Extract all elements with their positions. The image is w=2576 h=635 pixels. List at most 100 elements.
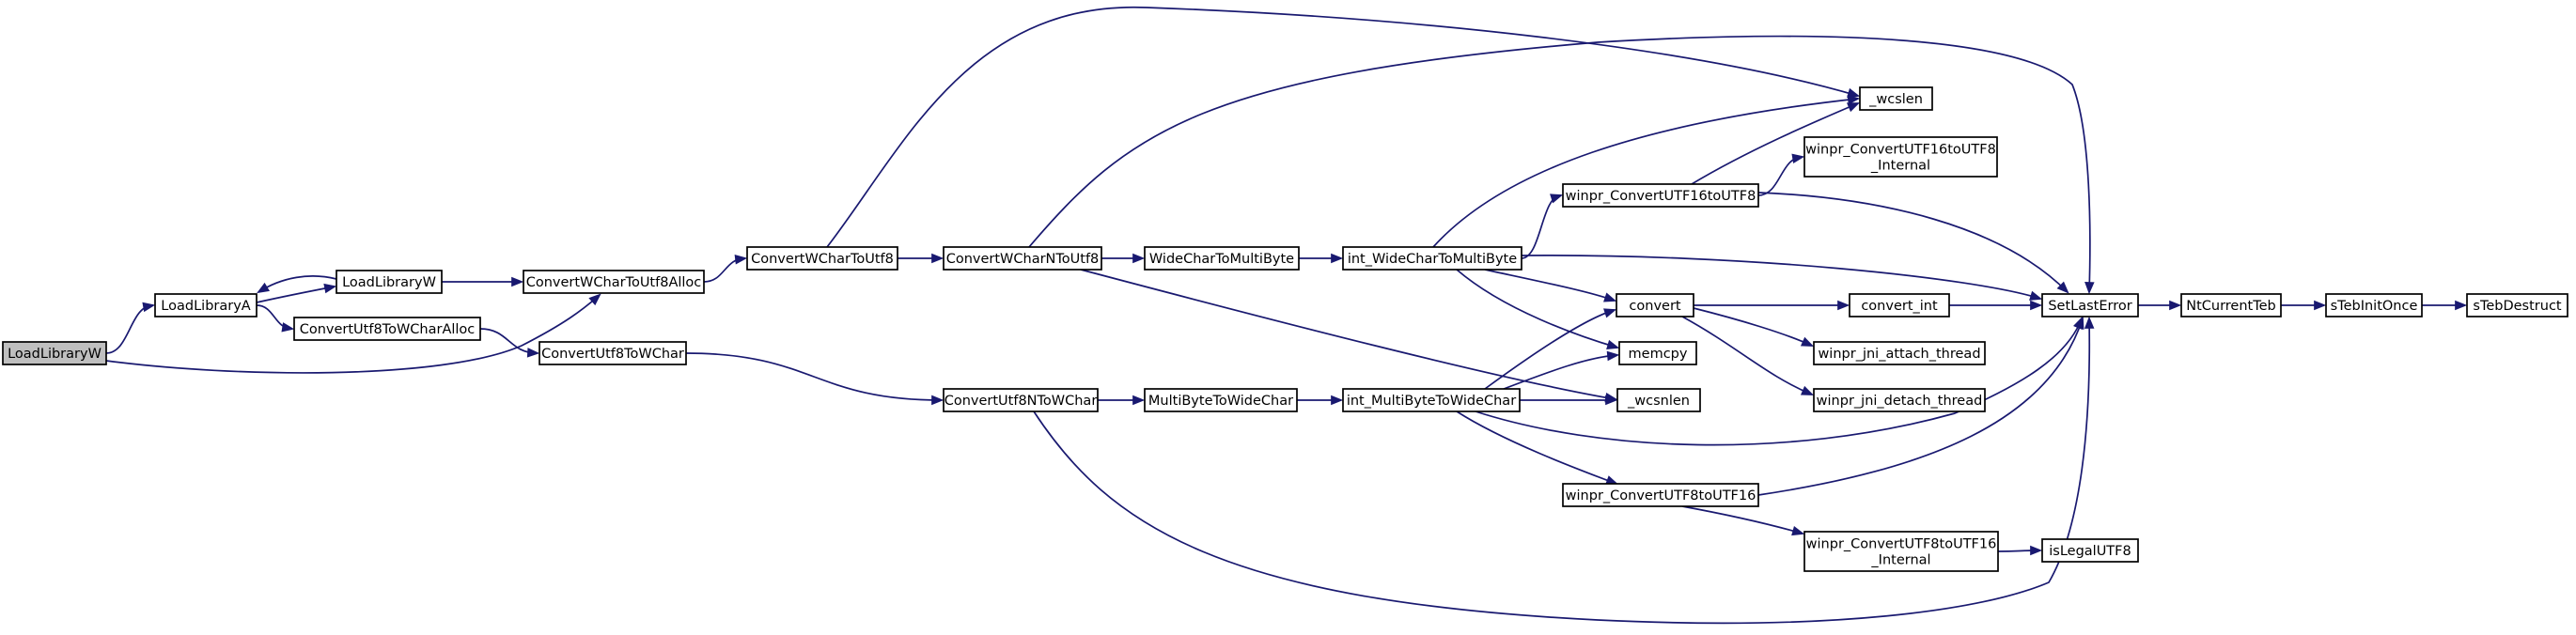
edge-line xyxy=(1432,98,1859,248)
node-ntcurrentteb[interactable]: NtCurrentTeb xyxy=(2180,293,2282,318)
edge-winpr-convertutf8toutf16-to-winpr-convertutf8toutf16-internal xyxy=(1681,505,1805,536)
node-box xyxy=(2041,293,2139,318)
node-loadlibrarya[interactable]: LoadLibraryA xyxy=(154,293,258,318)
edge-int-widechartomultibyte-to-winpr-convertutf16toutf8 xyxy=(1521,194,1564,259)
edge-arrowhead xyxy=(1603,292,1617,302)
edge-arrowhead xyxy=(1847,87,1861,99)
edge-line xyxy=(826,7,1859,248)
node-convert[interactable]: convert xyxy=(1616,293,1694,318)
node-loadlibraryw-root[interactable]: LoadLibraryW xyxy=(2,341,107,365)
node-wcsnlen[interactable]: _wcsnlen xyxy=(1616,388,1701,412)
node-convertwchartoutf8[interactable]: ConvertWCharToUtf8 xyxy=(746,246,898,271)
node-convertwcharntoutf8[interactable]: ConvertWCharNToUtf8 xyxy=(943,246,1102,271)
edge-loadlibraryw-to-loadlibrarya xyxy=(257,275,337,294)
node-label: MultiByteToWideChar xyxy=(1148,394,1293,409)
edge-convertutf8towchar-to-convertutf8ntowchar xyxy=(685,352,945,406)
node-label: LoadLibraryW xyxy=(342,275,436,290)
node-box xyxy=(1849,293,1950,318)
edge-convertwchartoutf8-to-wcslen xyxy=(826,7,1861,248)
edge-arrowhead xyxy=(931,395,945,406)
edge-arrowhead xyxy=(257,282,271,294)
edge-arrowhead xyxy=(1606,339,1620,349)
node-box xyxy=(2180,293,2282,318)
node-label: _wcsnlen xyxy=(1627,394,1690,409)
node-label: ConvertWCharToUtf8Alloc xyxy=(526,275,702,290)
node-winpr-jni-detach-thread[interactable]: winpr_jni_detach_thread xyxy=(1813,388,1986,412)
node-convertwchartoutf8alloc[interactable]: ConvertWCharToUtf8Alloc xyxy=(523,270,705,294)
edge-arrowhead xyxy=(142,302,156,313)
edge-arrowhead xyxy=(2084,316,2095,329)
node-box xyxy=(523,270,705,294)
node-stebdestruct[interactable]: sTebDestruct xyxy=(2466,293,2568,318)
node-multibytetowidechar[interactable]: MultiByteToWideChar xyxy=(1144,388,1298,412)
edge-convertutf8ntowchar-to-multibytetowidechar xyxy=(1098,395,1146,406)
node-int-widechartomultibyte[interactable]: int_WideCharToMultiByte xyxy=(1342,246,1522,271)
node-setlasterror[interactable]: SetLastError xyxy=(2041,293,2139,318)
node-box xyxy=(2325,293,2423,318)
node-label: int_WideCharToMultiByte xyxy=(1348,252,1517,267)
node-label: winpr_ConvertUTF8toUTF16 xyxy=(1806,537,1997,552)
node-box xyxy=(1859,86,1933,111)
node-winpr-convertutf8toutf16[interactable]: winpr_ConvertUTF8toUTF16 xyxy=(1562,483,1759,507)
edge-int-multibytetowidechar-to-wcsnlen xyxy=(1520,395,1618,406)
node-winpr-jni-attach-thread[interactable]: winpr_jni_attach_thread xyxy=(1813,341,1986,365)
edge-arrowhead xyxy=(2029,290,2043,301)
node-convertutf8towcharalloc[interactable]: ConvertUtf8ToWCharAlloc xyxy=(293,317,481,341)
node-loadlibraryw[interactable]: LoadLibraryW xyxy=(336,270,443,294)
edge-arrowhead xyxy=(1132,395,1146,406)
node-box xyxy=(1813,341,1986,365)
edge-arrowhead xyxy=(1331,395,1344,406)
node-label: convert xyxy=(1629,299,1680,314)
edge-winpr-convertutf16toutf8-to-wcslen xyxy=(1691,102,1861,185)
edge-arrowhead xyxy=(1847,94,1861,105)
edges-layer xyxy=(105,7,2468,625)
edge-arrowhead xyxy=(1800,385,1815,395)
node-islegalutf8[interactable]: isLegalUTF8 xyxy=(2041,538,2139,563)
node-box xyxy=(943,246,1102,271)
node-label: memcpy xyxy=(1629,347,1688,362)
nodes-layer: LoadLibraryW LoadLibraryA LoadLibraryW Conv… xyxy=(2,86,2568,572)
edge-convert-to-convert-int xyxy=(1693,300,1850,311)
node-convertutf8towchar[interactable]: ConvertUtf8ToWChar xyxy=(539,341,687,365)
node-widechartomultibyte[interactable]: WideCharToMultiByte xyxy=(1144,246,1300,271)
node-label: SetLastError xyxy=(2048,299,2131,314)
edge-arrowhead xyxy=(2169,300,2182,311)
edge-convertwchartoutf8alloc-to-convertwchartoutf8 xyxy=(703,255,748,283)
node-convert-int[interactable]: convert_int xyxy=(1849,293,1950,318)
node-label: winpr_jni_attach_thread xyxy=(1818,347,1980,362)
edge-arrowhead xyxy=(2084,281,2095,295)
node-box xyxy=(1803,531,1999,572)
edge-int-widechartomultibyte-to-wcslen xyxy=(1432,94,1861,248)
node-memcpy[interactable]: memcpy xyxy=(1618,341,1697,365)
edge-line xyxy=(685,352,943,401)
node-box xyxy=(1144,388,1298,412)
node-box xyxy=(2041,538,2139,563)
node-stebinitonce[interactable]: sTebInitOnce xyxy=(2325,293,2423,318)
edge-line xyxy=(1757,318,2084,496)
node-int-multibytetowidechar[interactable]: int_MultiByteToWideChar xyxy=(1342,388,1521,412)
node-box xyxy=(1144,246,1300,271)
edge-arrowhead xyxy=(526,348,540,358)
edge-convertwcharntoutf8-to-wcsnlen xyxy=(1080,269,1618,403)
edge-multibytetowidechar-to-int-multibytetowidechar xyxy=(1297,395,1344,406)
node-wcslen[interactable]: _wcslen xyxy=(1859,86,1933,111)
edge-line xyxy=(1456,410,1617,485)
node-winpr-convertutf8toutf16-internal[interactable]: winpr_ConvertUTF8toUTF16_Internal xyxy=(1803,531,1999,572)
edge-arrowhead xyxy=(2056,281,2069,294)
edge-line xyxy=(1757,192,2069,293)
node-label: _Internal xyxy=(1870,159,1930,174)
edge-arrowhead xyxy=(1791,153,1805,163)
node-label: ConvertUtf8NToWChar xyxy=(945,394,1098,409)
edge-winpr-convertutf16toutf8-to-winpr-convertutf16toutf8-internal xyxy=(1757,153,1805,196)
edge-arrowhead xyxy=(931,253,945,264)
node-convertutf8ntowchar[interactable]: ConvertUtf8NToWChar xyxy=(943,388,1099,412)
node-box xyxy=(1616,293,1694,318)
edge-int-widechartomultibyte-to-convert xyxy=(1484,269,1617,302)
node-label: ConvertWCharNToUtf8 xyxy=(946,252,1100,267)
node-label: winpr_ConvertUTF8toUTF16 xyxy=(1566,488,1756,503)
edge-line xyxy=(1681,505,1803,534)
node-winpr-convertutf16toutf8-internal[interactable]: winpr_ConvertUTF16toUTF8_Internal xyxy=(1803,136,1998,178)
node-winpr-convertutf16toutf8[interactable]: winpr_ConvertUTF16toUTF8 xyxy=(1562,183,1759,208)
node-label: sTebDestruct xyxy=(2473,299,2562,314)
